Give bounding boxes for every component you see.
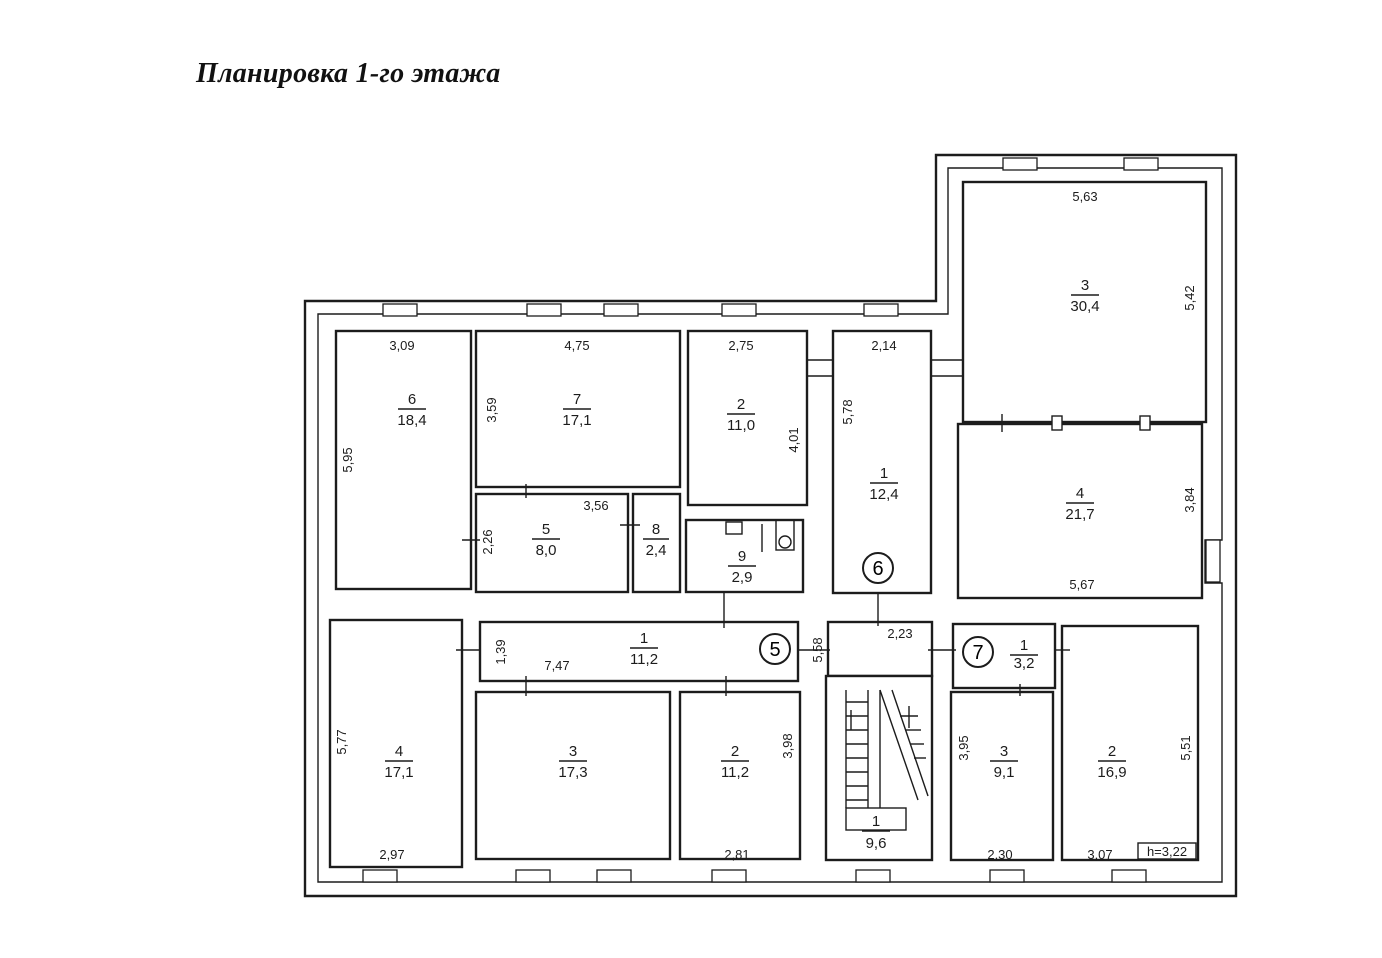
room-2-top-area: 11,0 [727, 417, 755, 434]
room-1-top-num: 1 [880, 465, 888, 482]
room-4-top-num: 4 [1076, 485, 1084, 502]
door-marks [456, 359, 1151, 696]
page-title: Планировка 1-го этажа [196, 58, 501, 89]
dim-2-75: 2,75 [728, 338, 753, 353]
dim-1-39: 1,39 [493, 639, 508, 664]
room-3-bottom-num: 3 [569, 743, 577, 760]
dim-5-77: 5,77 [334, 729, 349, 754]
room-7-area: 17,1 [562, 412, 591, 429]
room-3-bottom [474, 690, 672, 861]
dim-5-67: 5,67 [1069, 577, 1094, 592]
marker-5: 5 [759, 633, 791, 665]
room-2-top-num: 2 [737, 396, 745, 413]
dim-3-98: 3,98 [780, 733, 795, 758]
room-5-num: 5 [542, 521, 550, 538]
room-5-area: 8,0 [536, 542, 557, 559]
room-3-small-area: 9,1 [994, 764, 1015, 781]
marker-6: 6 [862, 552, 894, 584]
room-2-bottom [678, 690, 802, 861]
room-1-corridor [478, 620, 800, 683]
room-2-right-area: 16,9 [1097, 764, 1126, 781]
dim-2-81: 2,81 [724, 847, 749, 862]
room-5 [474, 492, 630, 594]
stairwell [824, 674, 934, 862]
room-1-top-area: 12,4 [869, 486, 898, 503]
room-9-area: 2,9 [732, 569, 753, 586]
dim-2-14: 2,14 [871, 338, 896, 353]
stair-area: 9,6 [866, 835, 887, 852]
room-3-small-num: 3 [1000, 743, 1008, 760]
room-1-corridor-area: 11,2 [630, 651, 658, 668]
room-1-small-area: 3,2 [1014, 655, 1035, 672]
dim-2-23: 2,23 [887, 626, 912, 641]
room-3-top-area: 30,4 [1070, 298, 1099, 315]
room-6-area: 18,4 [397, 412, 426, 429]
room-1-small-num: 1 [1020, 637, 1028, 654]
room-4-bottom [328, 618, 464, 869]
room-1-corridor-num: 1 [640, 630, 648, 647]
height-label: h=3,22 [1147, 844, 1187, 859]
dim-4-75: 4,75 [564, 338, 589, 353]
room-4-bottom-num: 4 [395, 743, 403, 760]
room-3-bottom-area: 17,3 [558, 764, 587, 781]
room-6-num: 6 [408, 391, 416, 408]
marker-7: 7 [962, 636, 994, 668]
dim-3-09: 3,09 [389, 338, 414, 353]
room-3-top [961, 180, 1208, 424]
room-2-right [1060, 624, 1200, 862]
room-9 [684, 518, 805, 594]
dim-5-42: 5,42 [1182, 285, 1197, 310]
dim-7-47: 7,47 [544, 658, 569, 673]
dimension-labels: 3,09 4,75 2,75 2,14 5,63 5,67 3,56 7,47 … [379, 189, 1112, 862]
room-6 [334, 329, 473, 591]
room-2-bottom-area: 11,2 [721, 764, 749, 781]
room-4-bottom-area: 17,1 [384, 764, 413, 781]
stairs [845, 689, 929, 831]
dim-4-01: 4,01 [786, 427, 801, 452]
inner-wall-outline [317, 167, 1223, 883]
dim-5-95: 5,95 [340, 447, 355, 472]
stair-num: 1 [872, 813, 880, 830]
marker-7-label: 7 [972, 642, 983, 664]
vertical-dimension-labels: 5,95 3,59 4,01 5,78 5,42 3,84 2,26 1,39 … [334, 285, 1197, 760]
dim-3-59: 3,59 [484, 397, 499, 422]
room-8 [631, 492, 682, 594]
room-3-small [949, 690, 1055, 862]
marker-6-label: 6 [872, 558, 883, 580]
room-8-area: 2,4 [646, 542, 667, 559]
room-1-top [831, 329, 933, 595]
dim-3-56: 3,56 [583, 498, 608, 513]
dim-3-84: 3,84 [1182, 487, 1197, 512]
dim-5-63: 5,63 [1072, 189, 1097, 204]
room-3-top-num: 3 [1081, 277, 1089, 294]
dim-5-78: 5,78 [840, 399, 855, 424]
room-9-num: 9 [738, 548, 746, 565]
marker-5-label: 5 [769, 639, 780, 661]
room-4-top [956, 422, 1204, 600]
outer-wall [303, 153, 1238, 898]
room-labels: 6 18,4 7 17,1 2 11,0 1 12,4 3 30,4 4 21,… [384, 277, 1126, 852]
dim-5-51: 5,51 [1178, 735, 1193, 760]
dim-3-07: 3,07 [1087, 847, 1112, 862]
dim-2-30: 2,30 [987, 847, 1012, 862]
dim-2-26: 2,26 [480, 529, 495, 554]
room-2-right-num: 2 [1108, 743, 1116, 760]
dim-3-95: 3,95 [956, 735, 971, 760]
height-label-box [1137, 842, 1197, 860]
room-7-num: 7 [573, 391, 581, 408]
hall-2-23 [826, 620, 934, 678]
room-8-num: 8 [652, 521, 660, 538]
room-4-top-area: 21,7 [1065, 506, 1094, 523]
toilet-fixtures [725, 519, 795, 552]
windows [362, 157, 1221, 883]
dim-5-58: 5,58 [810, 637, 825, 662]
room-2-bottom-num: 2 [731, 743, 739, 760]
room-2-top [686, 329, 809, 507]
dim-2-97: 2,97 [379, 847, 404, 862]
